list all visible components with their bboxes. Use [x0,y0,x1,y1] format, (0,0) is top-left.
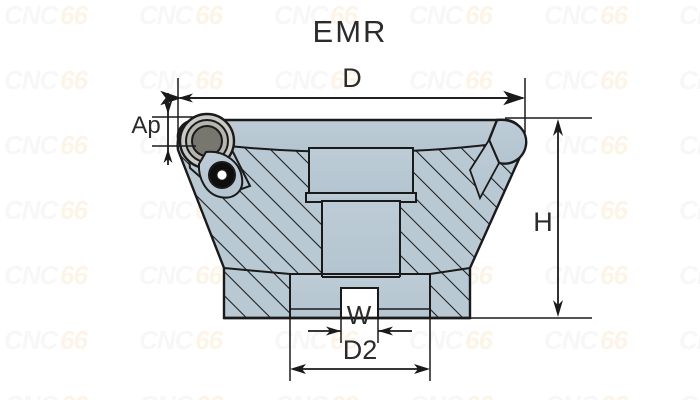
H-arrow-top [553,119,563,136]
screw-head-center [216,169,228,181]
cutting-insert-left [178,112,252,199]
Ap-arrow-bottom [163,149,173,163]
cutting-insert-right [469,118,528,201]
dimension-D-arrows [178,93,525,103]
main-bore [321,200,401,278]
right-corner-round [487,118,528,165]
right-corner-flank [469,138,501,201]
W-arrow-right [378,326,393,336]
dimension-D-label: D [342,63,362,93]
dimension-H-label: H [533,207,553,237]
W-arrow-left [326,326,341,336]
left-flank-edge [223,267,291,275]
H-arrow-bottom [553,300,563,317]
dimension-H [470,117,592,319]
Ap-arrow-top [163,100,173,114]
dimension-W-label: W [347,300,372,330]
drive-key-slot [340,287,379,319]
drawing-title: EMR [312,14,388,49]
dimension-Ap [152,93,196,165]
dimension-W [308,288,412,343]
dimension-Ap-label: Ap [131,112,160,139]
dimension-D2 [289,318,431,381]
counterbore [308,147,414,196]
D2-arrow-left [290,364,306,374]
cutter-body [176,118,526,320]
right-flank-edge [429,267,471,275]
dimension-D2-label: D2 [343,335,378,365]
D2-arrow-right [414,364,430,374]
